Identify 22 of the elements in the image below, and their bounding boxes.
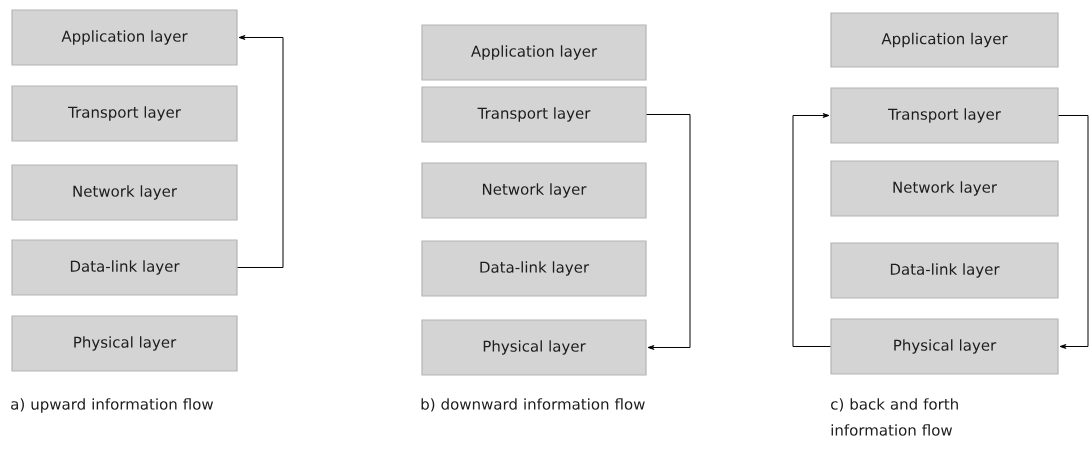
arrow bbox=[1058, 115, 1089, 349]
layer-box: Network layer bbox=[830, 160, 1059, 217]
layer-box: Data-link layer bbox=[421, 240, 647, 297]
layer-box: Physical layer bbox=[11, 315, 238, 372]
layer-box: Network layer bbox=[421, 162, 647, 219]
layer-box: Application layer bbox=[11, 9, 238, 66]
caption: a) upward information flow bbox=[11, 398, 213, 413]
arrow bbox=[792, 113, 831, 347]
arrow bbox=[646, 114, 691, 350]
caption: b) downward information flow bbox=[421, 398, 645, 412]
layer-box: Network layer bbox=[11, 164, 238, 221]
layer-box: Physical layer bbox=[421, 319, 647, 376]
layer-box: Data-link layer bbox=[11, 239, 238, 296]
layer-box: Transport layer bbox=[11, 85, 238, 142]
layer-box: Application layer bbox=[830, 12, 1059, 68]
layer-box: Transport layer bbox=[421, 86, 647, 143]
layer-box: Application layer bbox=[421, 24, 647, 81]
layer-box: Transport layer bbox=[830, 87, 1059, 144]
layer-box: Data-link layer bbox=[830, 242, 1059, 299]
caption: c) back and forth information flow bbox=[831, 398, 958, 436]
arrow bbox=[237, 35, 284, 268]
layer-box: Physical layer bbox=[830, 318, 1059, 375]
